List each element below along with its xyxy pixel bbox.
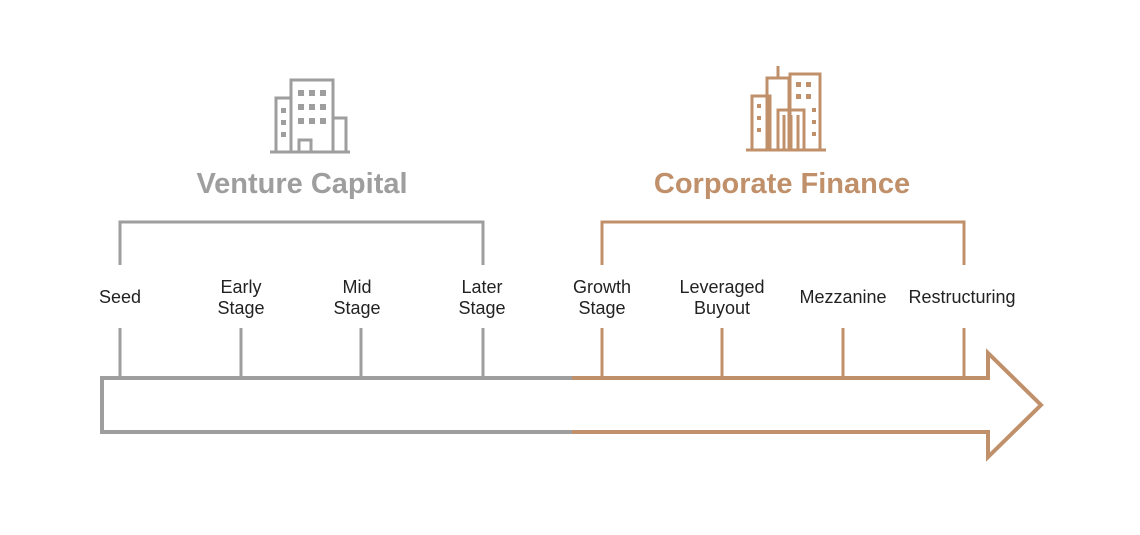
office-building-icon [270, 78, 350, 154]
arrow-body-corporate [572, 348, 1044, 462]
venture-capital-title: Venture Capital [196, 168, 408, 200]
venture-bracket [118, 220, 485, 265]
corporate-bracket [600, 220, 966, 265]
corporate-ticks [600, 328, 966, 378]
arrow-body-venture [100, 376, 572, 434]
corporate-finance-title: Corporate Finance [653, 168, 911, 200]
stage-label-seed: Seed [98, 287, 142, 307]
venture-ticks [118, 328, 485, 378]
stage-label-mezzanine: Mezzanine [799, 287, 887, 307]
stage-label-restructuring: Restructuring [908, 287, 1016, 307]
skyscrapers-icon [746, 66, 826, 152]
